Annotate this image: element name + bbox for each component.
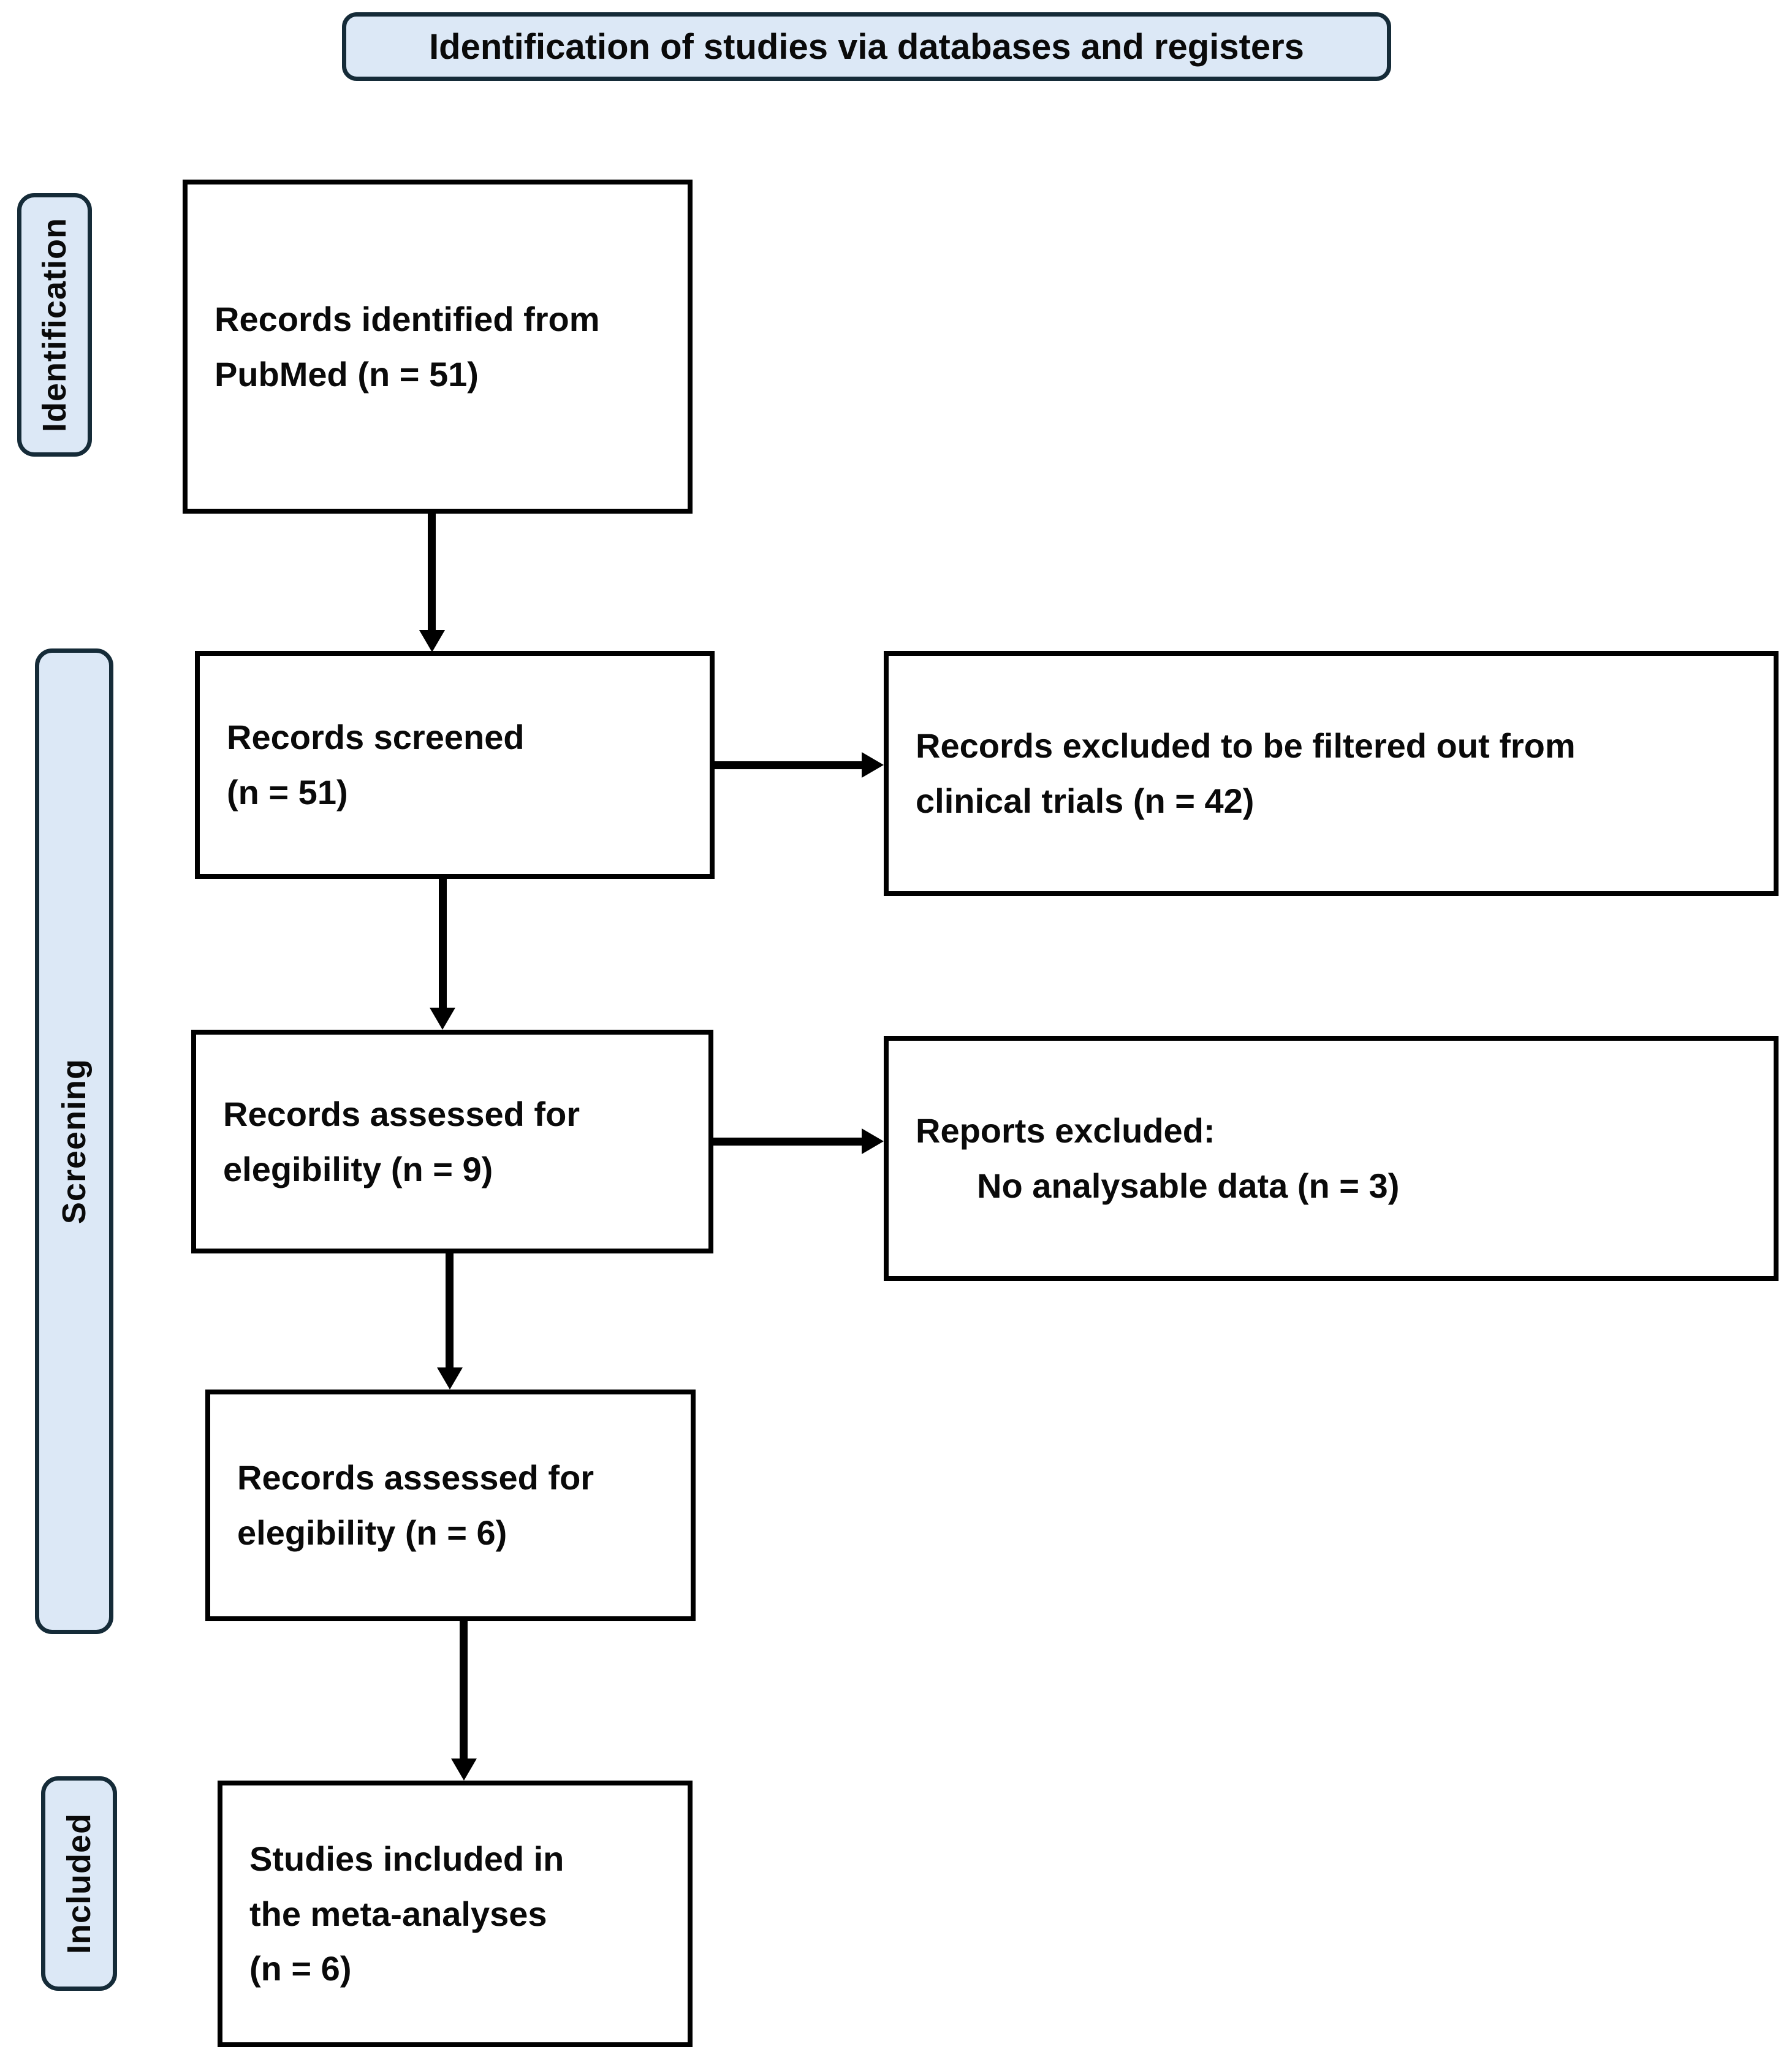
stage-label-included: Included bbox=[41, 1776, 117, 1991]
box-records-identified-line1: Records identified from bbox=[215, 299, 600, 338]
arrow-screened-to-excluded-head bbox=[862, 752, 884, 778]
box-studies-included: Studies included in the meta-analyses (n… bbox=[218, 1781, 693, 2047]
box-records-screened: Records screened (n = 51) bbox=[195, 651, 715, 879]
box-records-identified: Records identified from PubMed (n = 51) bbox=[183, 180, 693, 514]
box-records-assessed-9: Records assessed for elegibility (n = 9) bbox=[191, 1030, 713, 1253]
stage-label-screening: Screening bbox=[35, 648, 113, 1634]
stage-label-included-text: Included bbox=[61, 1812, 97, 1954]
arrow-identified-to-screened-shaft bbox=[428, 514, 436, 631]
diagram-title: Identification of studies via databases … bbox=[342, 12, 1391, 81]
arrow-screened-to-assessed9-head bbox=[430, 1008, 455, 1030]
stage-label-screening-text: Screening bbox=[56, 1058, 93, 1225]
arrow-assessed9-to-reports-excluded-head bbox=[862, 1128, 884, 1154]
box-studies-included-line2: the meta-analyses bbox=[249, 1894, 547, 1933]
arrow-assessed6-to-included-shaft bbox=[460, 1621, 468, 1760]
arrow-assessed9-to-assessed6-shaft bbox=[446, 1253, 454, 1369]
arrow-assessed9-to-reports-excluded-shaft bbox=[713, 1138, 863, 1146]
box-records-assessed-9-line2: elegibility (n = 9) bbox=[223, 1149, 493, 1188]
box-reports-excluded-line1: Reports excluded: bbox=[916, 1111, 1215, 1150]
box-studies-included-line3: (n = 6) bbox=[249, 1949, 352, 1988]
box-records-assessed-6-line2: elegibility (n = 6) bbox=[237, 1513, 507, 1552]
box-records-screened-line2: (n = 51) bbox=[227, 773, 348, 812]
box-records-excluded-line1: Records excluded to be filtered out from bbox=[916, 726, 1576, 766]
arrow-assessed6-to-included-head bbox=[451, 1759, 477, 1781]
box-records-excluded: Records excluded to be filtered out from… bbox=[884, 651, 1779, 896]
box-records-assessed-6: Records assessed for elegibility (n = 6) bbox=[205, 1390, 696, 1621]
box-studies-included-line1: Studies included in bbox=[249, 1839, 564, 1879]
box-reports-excluded: Reports excluded: No analysable data (n … bbox=[884, 1036, 1779, 1281]
box-records-assessed-6-line1: Records assessed for bbox=[237, 1458, 594, 1497]
box-records-identified-line2: PubMed (n = 51) bbox=[215, 354, 479, 394]
stage-label-identification-text: Identification bbox=[36, 218, 73, 432]
diagram-title-text: Identification of studies via databases … bbox=[429, 26, 1304, 67]
box-records-excluded-line2: clinical trials (n = 42) bbox=[916, 781, 1255, 820]
box-reports-excluded-line2: No analysable data (n = 3) bbox=[977, 1166, 1400, 1205]
arrow-identified-to-screened-head bbox=[419, 630, 445, 652]
arrow-assessed9-to-assessed6-head bbox=[437, 1367, 463, 1390]
box-records-assessed-9-line1: Records assessed for bbox=[223, 1094, 580, 1133]
stage-label-identification: Identification bbox=[17, 193, 92, 457]
box-records-screened-line1: Records screened bbox=[227, 718, 525, 757]
arrow-screened-to-assessed9-shaft bbox=[439, 879, 447, 1009]
arrow-screened-to-excluded-shaft bbox=[715, 761, 863, 769]
